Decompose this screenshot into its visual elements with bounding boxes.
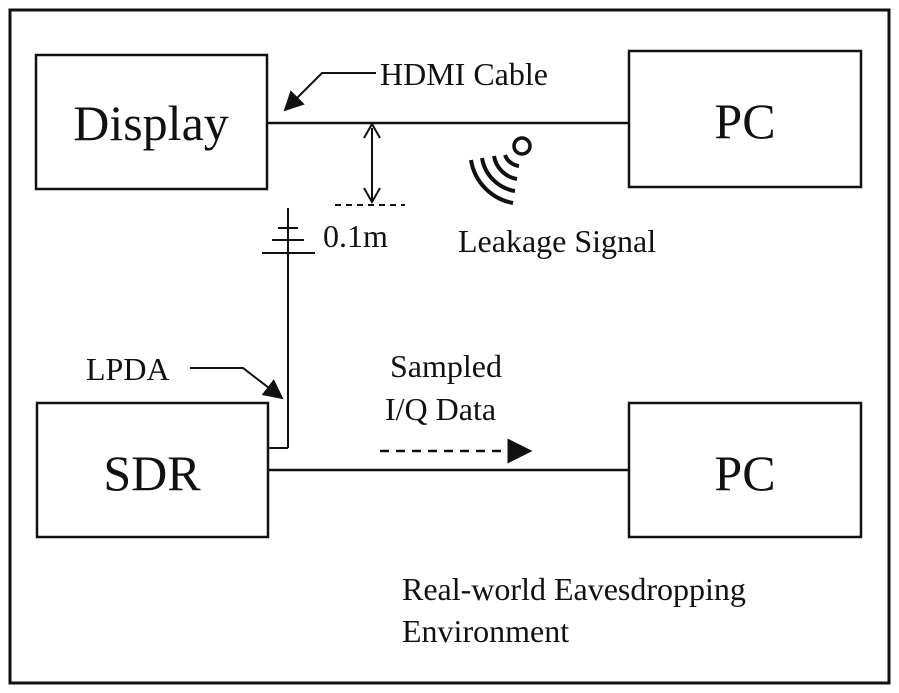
pc-top-label: PC <box>714 93 775 149</box>
outer-frame <box>8 8 891 685</box>
radio-waves-icon <box>469 136 532 205</box>
hdmi-cable-label: HDMI Cable <box>380 56 548 92</box>
display-label: Display <box>73 95 229 151</box>
hdmi-pointer-arrow <box>283 72 376 112</box>
lpda-pointer-arrow <box>190 367 284 400</box>
leakage-signal-label: Leakage Signal <box>458 223 656 259</box>
distance-indicator <box>335 121 405 206</box>
pc-top-block: PC <box>627 49 863 189</box>
display-block: Display <box>34 53 269 191</box>
environment-caption-line1: Real-world Eavesdropping <box>402 571 746 607</box>
distance-label: 0.1m <box>323 218 388 254</box>
sampled-label-line2: I/Q Data <box>385 391 496 427</box>
sdr-block: SDR <box>35 401 270 539</box>
environment-caption-line2: Environment <box>402 613 569 649</box>
sampled-label-line1: Sampled <box>390 348 502 384</box>
pc-bottom-label: PC <box>714 445 775 501</box>
pc-bottom-block: PC <box>627 401 863 539</box>
lpda-label: LPDA <box>86 351 170 387</box>
lpda-antenna-icon <box>262 208 315 449</box>
sdr-label: SDR <box>103 445 201 501</box>
